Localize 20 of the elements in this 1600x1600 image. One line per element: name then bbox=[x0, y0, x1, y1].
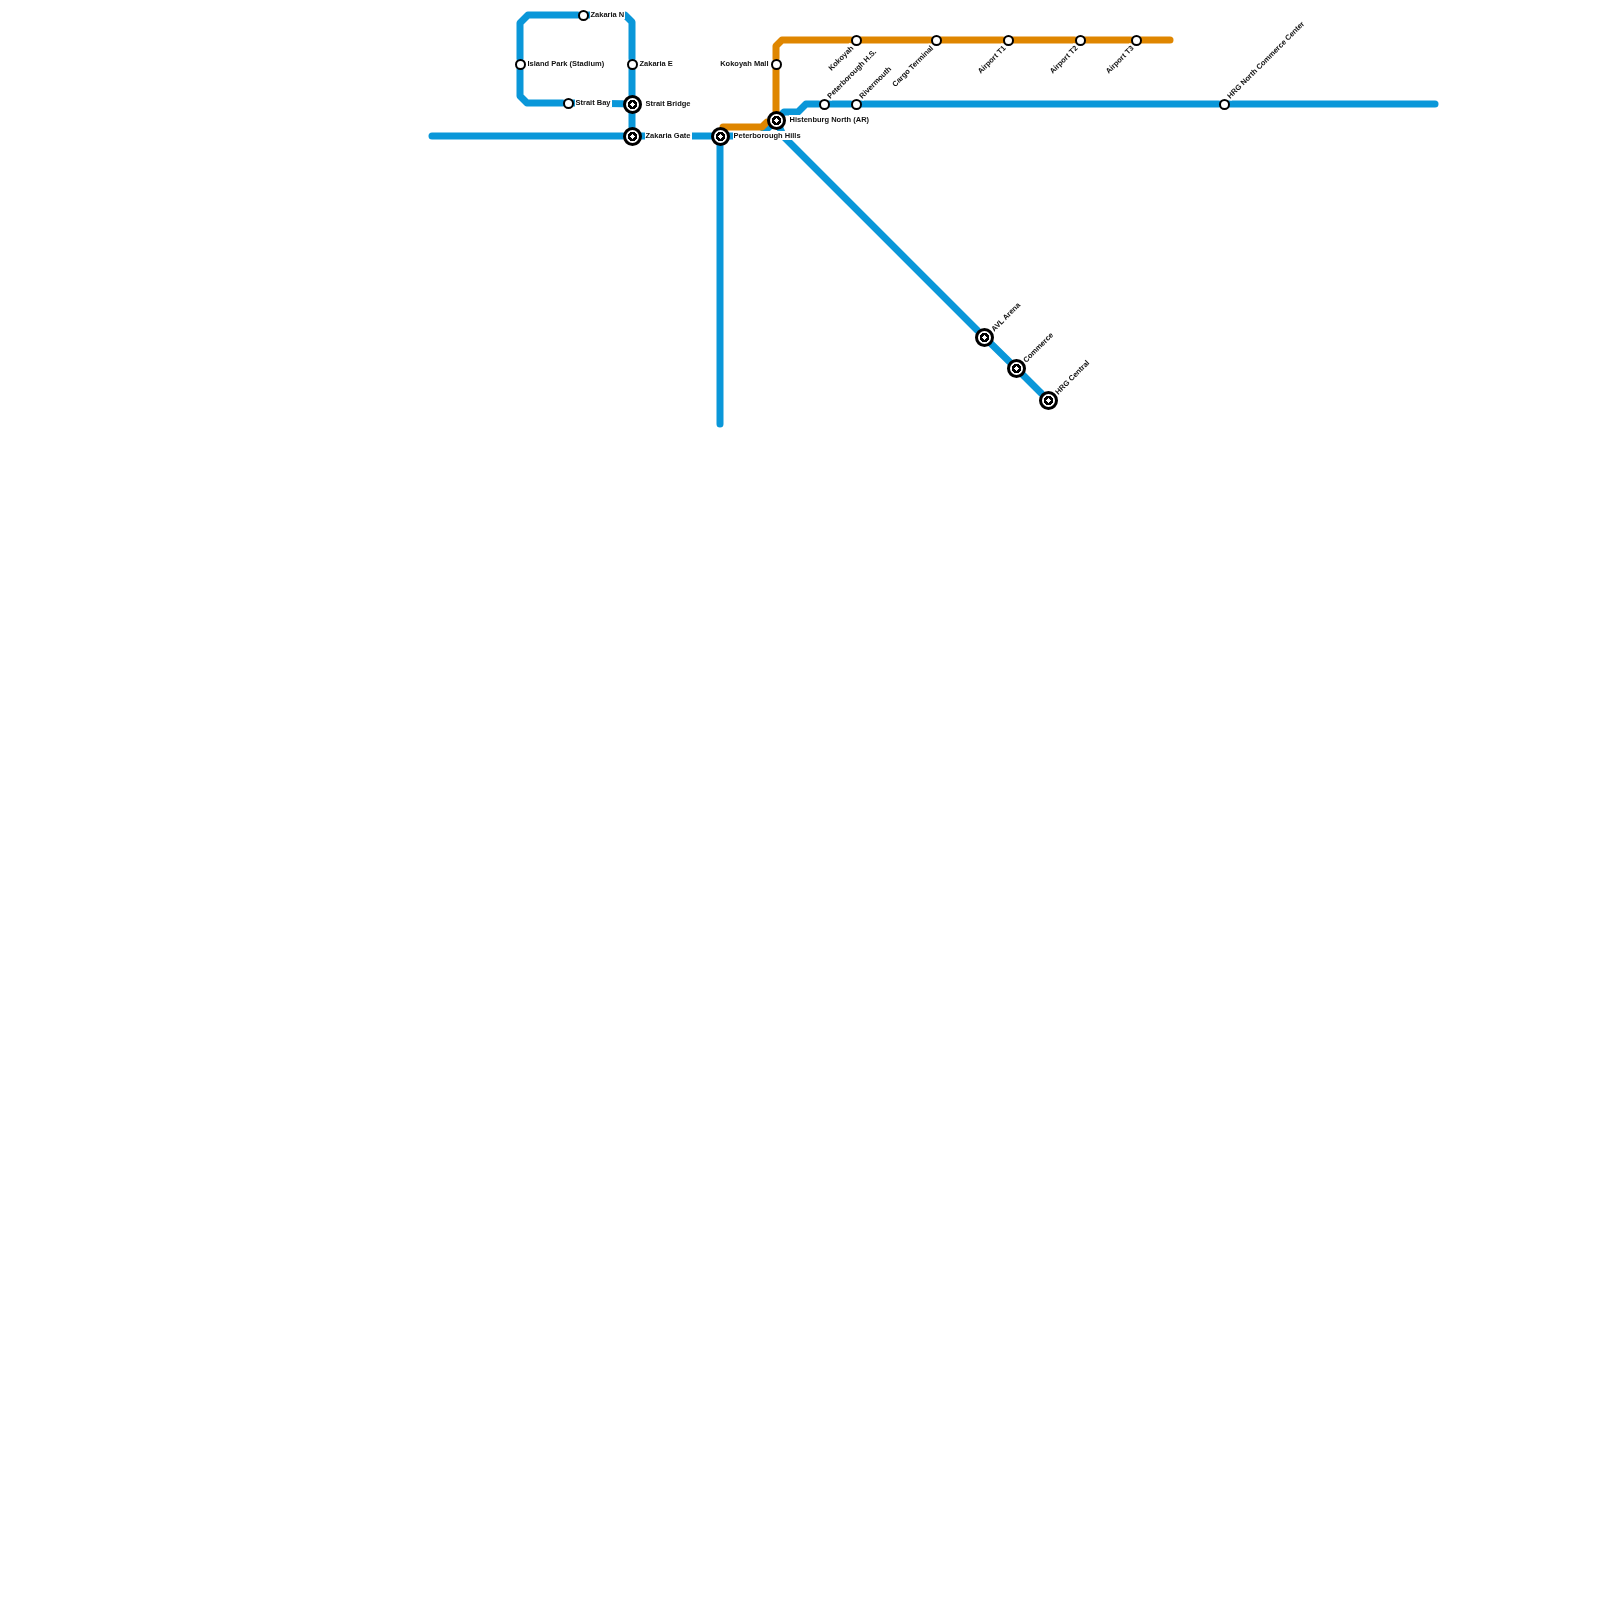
station-marker bbox=[514, 58, 526, 70]
route-line bbox=[516, 11, 581, 62]
route-line bbox=[772, 36, 854, 62]
station-marker bbox=[562, 97, 574, 109]
route-line bbox=[1019, 371, 1045, 397]
station-marker bbox=[930, 34, 942, 46]
station-marker bbox=[850, 98, 862, 110]
interchange-marker bbox=[622, 126, 642, 146]
route-line bbox=[779, 100, 822, 117]
station-marker bbox=[818, 98, 830, 110]
station-marker bbox=[626, 58, 638, 70]
station-marker bbox=[1074, 34, 1086, 46]
route-line bbox=[719, 118, 771, 131]
station-marker bbox=[1218, 98, 1230, 110]
station-marker bbox=[1130, 34, 1142, 46]
station-marker bbox=[577, 9, 589, 21]
route-line bbox=[516, 66, 566, 107]
route-line bbox=[987, 340, 1013, 365]
interchange-marker bbox=[622, 94, 642, 114]
route-line bbox=[776, 125, 981, 334]
